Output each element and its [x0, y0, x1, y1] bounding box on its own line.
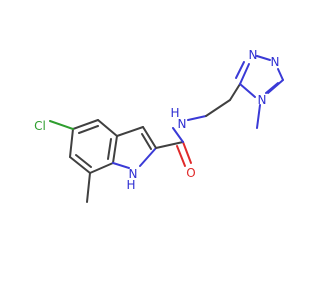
bond-ch2-ch2 [205, 99, 231, 117]
amide-n-label: N [178, 117, 187, 131]
bond-c3-c2-double [141, 133, 152, 150]
bond-c2-carbonyl [155, 141, 184, 149]
benzene-ring [69, 119, 118, 174]
bond-n1-c5 [277, 68, 284, 81]
amide-h-label: H [170, 106, 179, 120]
molecule-structure-diagram: Cl H N O H N N N N [34, 48, 284, 203]
bond-c2-n1 [139, 147, 157, 167]
bond-c4-c5-double [78, 125, 99, 134]
indole-nh-n-label: N [129, 167, 138, 181]
bond-n2-n1 [256, 55, 271, 61]
amide-oxygen-label: O [186, 166, 195, 180]
bond-c4-c5 [72, 119, 99, 130]
bond-carbonyl-o-double [176, 145, 186, 167]
chlorine-label: Cl [34, 119, 46, 133]
bond-c6-c7-double [75, 154, 92, 168]
bond-c3a-c3 [116, 126, 144, 137]
bond-c5-c6 [69, 128, 74, 158]
triazole-n1-label: N [271, 55, 280, 69]
bond-n1-c7a [112, 162, 130, 169]
bond-c3a-c4 [97, 119, 118, 137]
bond-c5-cl [49, 120, 74, 130]
indole-nh-h-label: H [126, 178, 135, 192]
pyrrole-ring [112, 126, 157, 169]
bond-c5-n4 [267, 79, 284, 94]
amide-group [155, 127, 192, 167]
triazole-n4-label: N [258, 93, 267, 107]
bond-c7-c7a [89, 162, 114, 174]
bond-c7-methyl [86, 172, 91, 203]
bond-n-ch2 [187, 115, 207, 121]
bond-ch2-c3 [229, 83, 241, 101]
bond-n4-c3 [239, 83, 256, 98]
triazole-n2-label: N [249, 48, 258, 62]
bond-c7a-c3a-double [107, 138, 112, 160]
bond-c3-n2-double [235, 61, 245, 79]
bond-c3-c2 [142, 126, 157, 149]
bond-carbonyl-o [182, 141, 192, 164]
bond-c6-c7 [69, 156, 91, 174]
bond-n4-methyl [256, 104, 261, 129]
triazole-ring [229, 55, 284, 129]
bond-c5-n4-double [265, 82, 279, 94]
ethyl-linker [187, 99, 231, 121]
bond-c7a-c3a [112, 135, 118, 164]
bond-c3-n2 [239, 63, 250, 85]
bond-carbonyl-n [172, 127, 184, 143]
